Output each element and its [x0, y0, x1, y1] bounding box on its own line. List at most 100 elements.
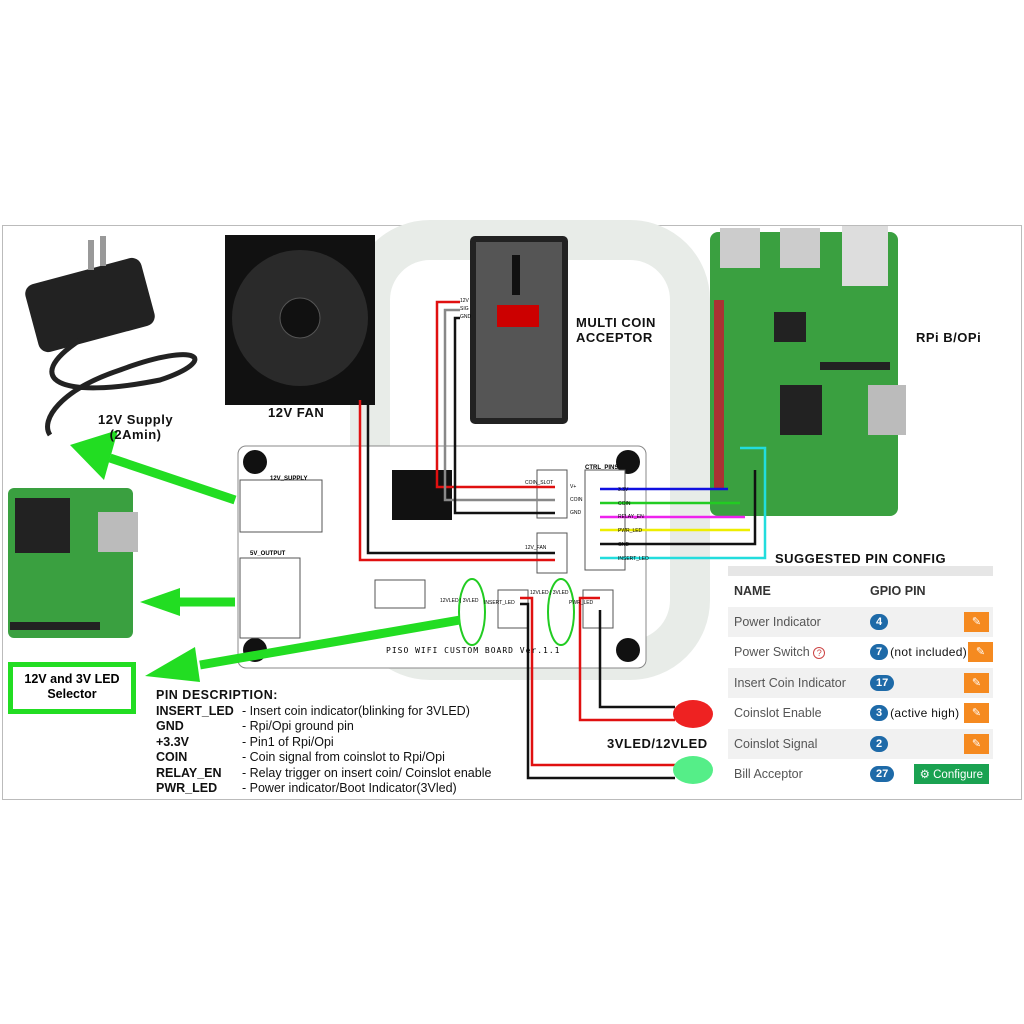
wire-led-gnd1	[520, 602, 675, 780]
silk-vplus: V+	[570, 484, 577, 490]
small-pi-board	[8, 488, 138, 638]
pin-config-title: SUGGESTED PIN CONFIG	[775, 551, 947, 566]
pin-key: COIN	[156, 750, 188, 764]
wire-led-vplus2	[578, 596, 675, 722]
green-arrows	[70, 430, 461, 682]
acc-pin-12v: 12V	[460, 298, 469, 304]
ctrl-pin-coin: COIN	[618, 500, 631, 507]
pin-desc-row: +3.3V- Pin1 of Rpi/Opi	[156, 735, 491, 751]
pin-desc-row: INSERT_LED - Insert coin indicator(blinki…	[156, 704, 491, 720]
pin-key: INSERT_LED	[156, 703, 234, 718]
pin-value: - Insert coin indicator(blinking for 3VL…	[242, 703, 470, 718]
silk-ctrl-pins: CTRL_PINS	[585, 465, 619, 471]
wire-coin-gnd	[453, 316, 555, 515]
row-name: Insert Coin Indicator	[734, 675, 846, 690]
ctrl-pin-gnd: GND	[618, 541, 630, 548]
silk-selector-1: 12VLED | 3VLED	[440, 598, 479, 604]
pin-config-table: NAME GPIO PIN Power Indicator 4 ✎ Power Swi…	[728, 566, 993, 790]
pin-key: +3.3V	[156, 734, 190, 749]
pin-key: RELAY_EN	[156, 765, 222, 780]
ctrl-pin-3v3: 3.3V	[618, 487, 629, 493]
gpio-badge: 3	[870, 705, 889, 722]
coin-acceptor	[470, 236, 568, 424]
selector-label: 12V and 3V LED Selector	[8, 662, 136, 714]
help-icon[interactable]: ?	[813, 647, 826, 660]
ctrl-pin-pwr: PWR_LED	[618, 528, 643, 535]
row-name: Power Indicator	[734, 614, 821, 629]
table-row: Power Indicator 4 ✎	[728, 606, 993, 637]
silk-12v-supply: 12V_SUPPLY	[270, 476, 308, 482]
acceptor-text-2: ACCEPTOR	[576, 330, 653, 345]
fan-label: 12V FAN	[268, 405, 325, 420]
gpio-badge: 2	[870, 735, 889, 752]
acceptor-text-1: MULTI COIN	[576, 315, 656, 330]
row-name: Power Switch	[734, 645, 810, 660]
edit-button[interactable]: ✎	[968, 642, 993, 663]
table-row: Coinslot Enable 3(active high) ✎	[728, 698, 993, 729]
silk-5v-output: 5V_OUTPUT	[250, 551, 286, 557]
silk-12v-fan: 12V_FAN	[525, 545, 547, 551]
wire-insert-led	[600, 446, 767, 560]
row-note: (not included)	[890, 645, 968, 660]
wire-led-gnd2	[598, 610, 675, 709]
board-title: PISO WIFI CUSTOM BOARD Ver.1.1	[386, 646, 561, 655]
pin-description-title: PIN DESCRIPTION:	[156, 688, 278, 702]
green-led	[673, 756, 713, 784]
fan	[225, 235, 375, 405]
row-note: (active high)	[890, 706, 960, 721]
supply-text: 12V Supply	[98, 412, 174, 427]
row-name-cell: Power Switch ?	[728, 645, 870, 660]
pin-key: PWR_LED	[156, 781, 218, 795]
pin-value: - Coin signal from coinslot to Rpi/Opi	[242, 750, 445, 764]
pin-description: PIN DESCRIPTION: INSERT_LED - Insert coin…	[156, 688, 491, 797]
wire-coin-sig	[443, 308, 555, 502]
pin-value: - Rpi/Opi ground pin	[242, 719, 354, 733]
row-name: Bill Acceptor	[734, 767, 803, 782]
power-adapter	[25, 236, 198, 437]
edit-button[interactable]: ✎	[964, 672, 989, 693]
silk-selector-2: 12VLED | 3VLED	[530, 590, 569, 596]
silk-coin-slot: COIN_SLOT	[525, 480, 554, 486]
edit-button[interactable]: ✎	[964, 703, 989, 724]
wire-fan-vplus	[358, 400, 555, 562]
ctrl-pin-relay: RELAY_EN	[618, 514, 644, 521]
led-label: 3VLED/12VLED	[607, 736, 708, 751]
table-header: NAME GPIO PIN	[728, 576, 993, 607]
gpio-badge: 4	[870, 613, 889, 630]
wire-fan-gnd	[366, 400, 555, 555]
supply-label: 12V Supply(2Amin)	[98, 412, 173, 442]
col-gpio: GPIO PIN	[870, 584, 926, 599]
supply-subtext: (2Amin)	[109, 427, 162, 442]
pin-key: GND	[156, 719, 184, 733]
table-row: Power Switch ?7(not included)✎	[728, 637, 993, 668]
acc-pin-sig: SIG	[460, 306, 469, 312]
row-name: Coinslot Signal	[734, 736, 818, 751]
pin-desc-row: RELAY_EN - Relay trigger on insert coin/ …	[156, 766, 491, 782]
configure-label: Configure	[933, 769, 983, 782]
table-row: Coinslot Signal 2 ✎	[728, 728, 993, 759]
ctrl-pin-labels: 3.3V COIN RELAY_EN PWR_LED GND INSERT_LED	[618, 484, 649, 566]
gpio-badge: 17	[870, 674, 895, 691]
edit-button[interactable]: ✎	[964, 611, 989, 632]
raspberry-pi-board	[710, 226, 906, 516]
rpi-label: RPi B/OPi	[916, 330, 982, 345]
silk-coin: COIN	[570, 497, 583, 503]
configure-button[interactable]: ⚙ Configure	[913, 764, 989, 785]
edit-button[interactable]: ✎	[964, 733, 989, 754]
wire-led-vplus1	[520, 596, 675, 767]
silk-insert-led: INSERT_LED	[484, 600, 515, 606]
ctrl-pin-insert: INSERT_LED	[618, 555, 649, 562]
table-row: Insert Coin Indicator 17 ✎	[728, 667, 993, 698]
wire-coin-12v	[435, 300, 555, 489]
col-name: NAME	[734, 584, 771, 599]
row-name: Coinslot Enable	[734, 706, 822, 721]
silk-gnd: GND	[570, 510, 582, 516]
wire-gnd	[600, 470, 757, 546]
custom-board	[237, 445, 647, 669]
gpio-badge: 7	[870, 644, 889, 661]
pin-value: - Relay trigger on insert coin/ Coinslot…	[242, 765, 492, 780]
